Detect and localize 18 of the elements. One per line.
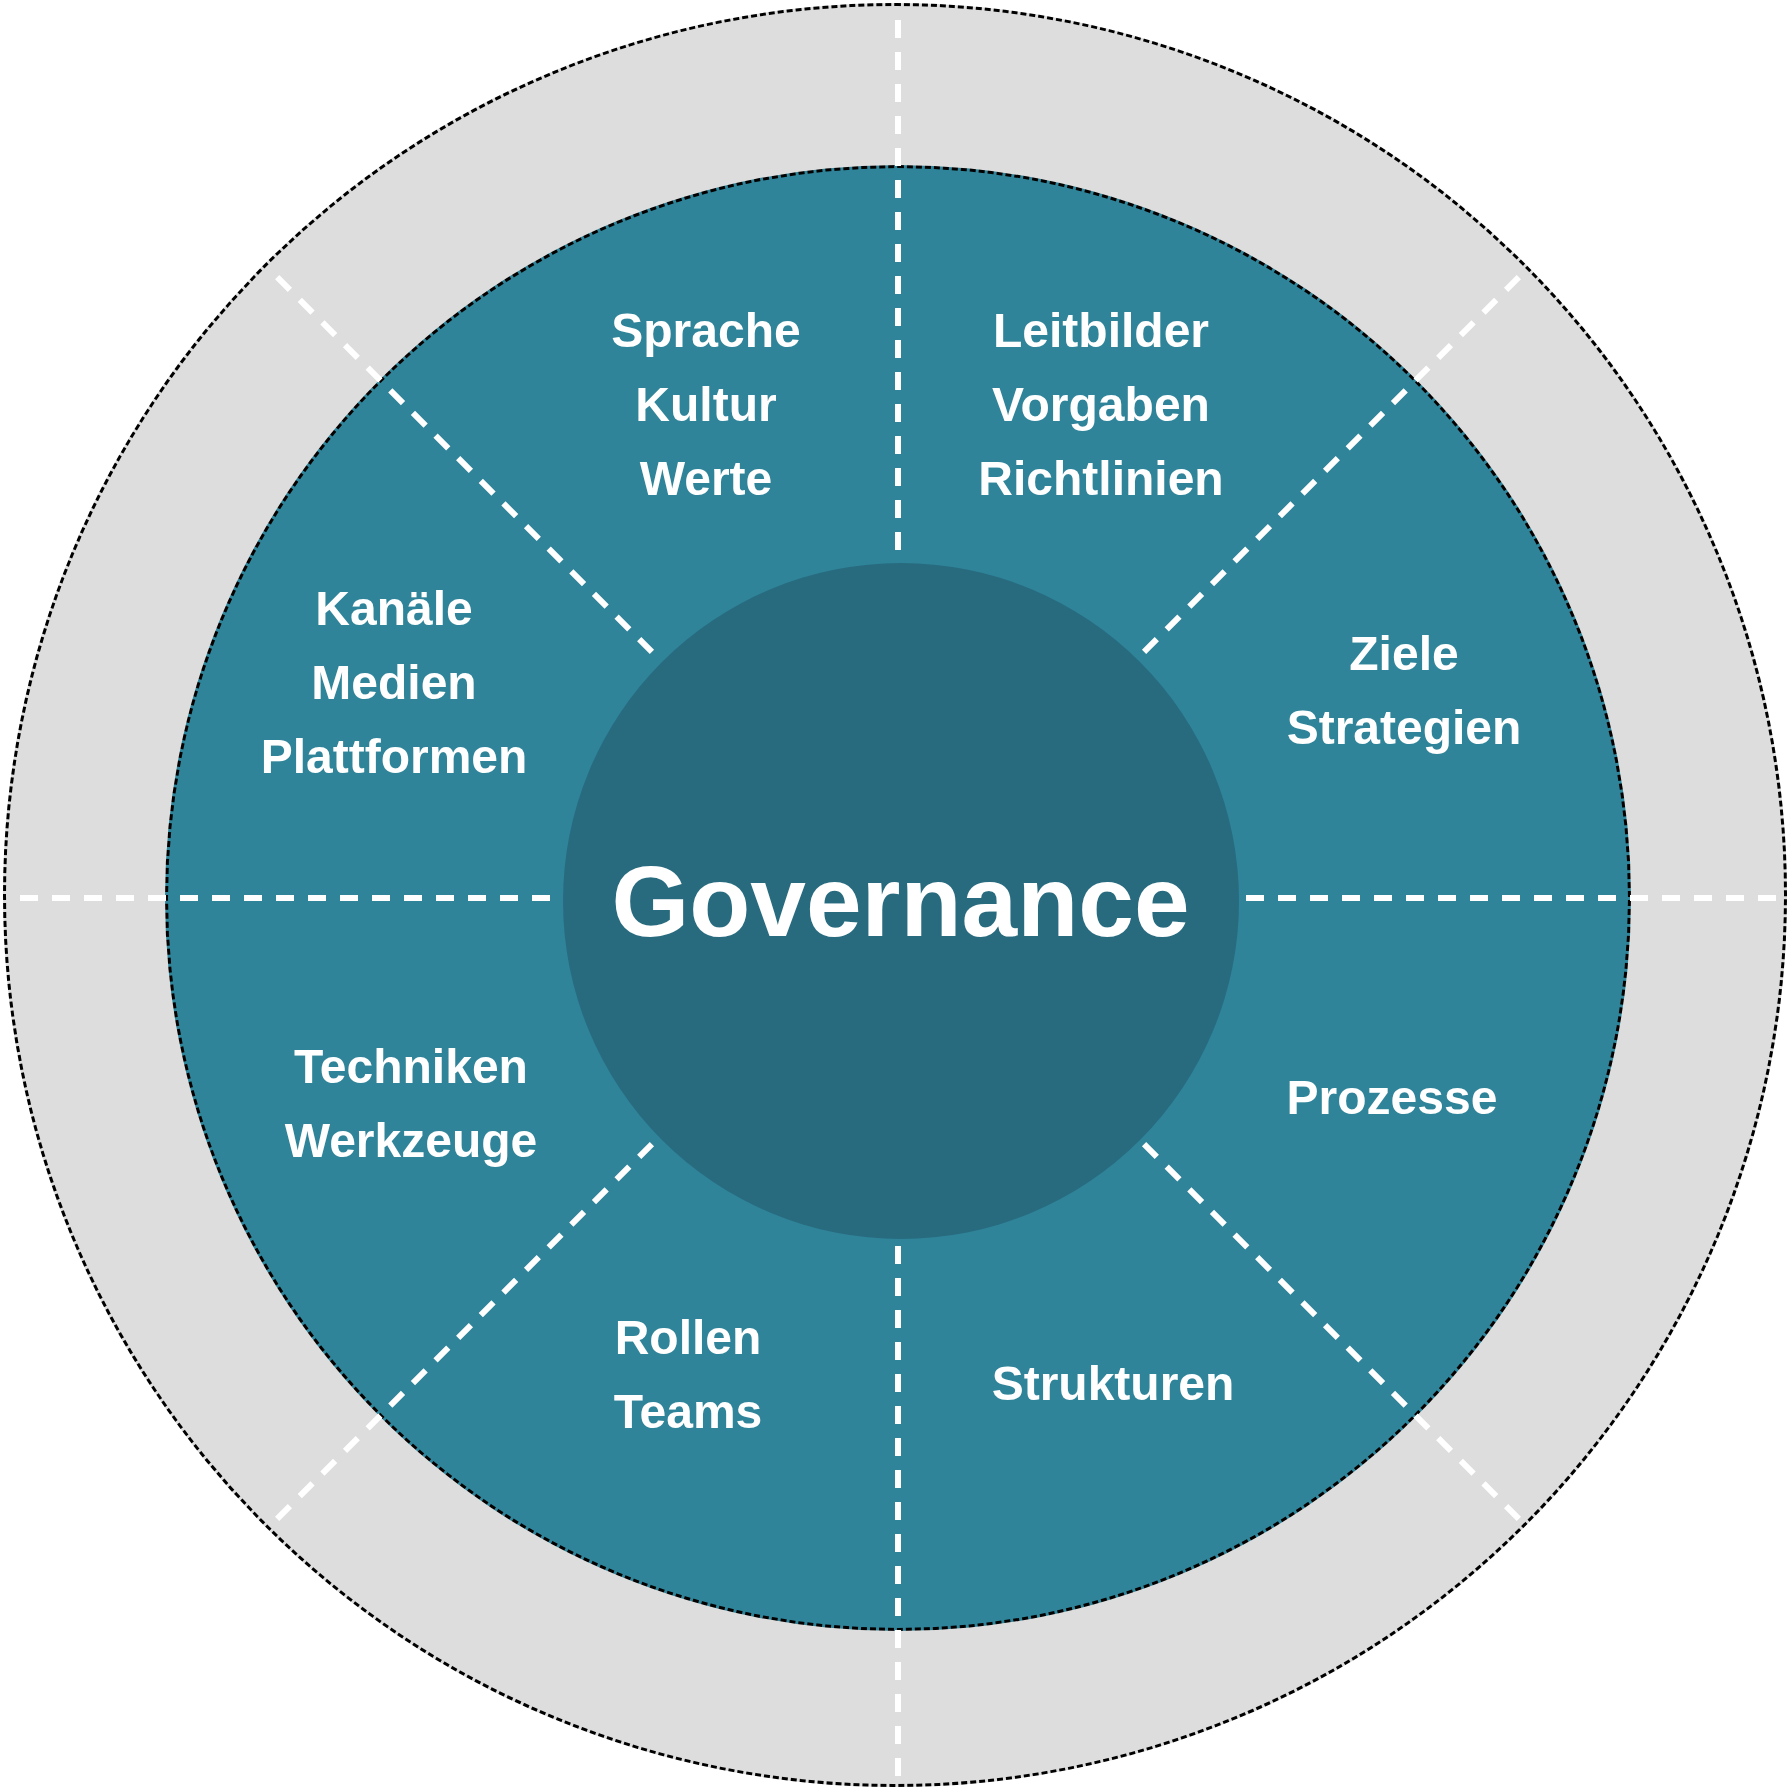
sector-label: Sprache (611, 303, 801, 359)
sector-label: Werkzeuge (284, 1113, 538, 1169)
sector-label: Richtlinien (978, 451, 1224, 507)
sector-label: Vorgaben (992, 377, 1210, 433)
sector-label: Medien (311, 655, 477, 711)
sector-label: Rollen (614, 1310, 762, 1366)
sector-label: Techniken (294, 1039, 528, 1095)
sector-label: Teams (613, 1384, 763, 1440)
sector-label: Prozesse (1286, 1070, 1498, 1126)
sector-label: Strategien (1286, 700, 1522, 756)
sector-label: Werte (639, 451, 773, 507)
sector-label: Kultur (635, 377, 777, 433)
sector-label: Kanäle (315, 581, 473, 637)
sector-label: Strukturen (991, 1356, 1235, 1412)
sector-label: Leitbilder (993, 303, 1209, 359)
sector-label: Ziele (1349, 626, 1459, 682)
center-title: Governance (611, 850, 1190, 951)
sector-label: Plattformen (260, 729, 528, 785)
